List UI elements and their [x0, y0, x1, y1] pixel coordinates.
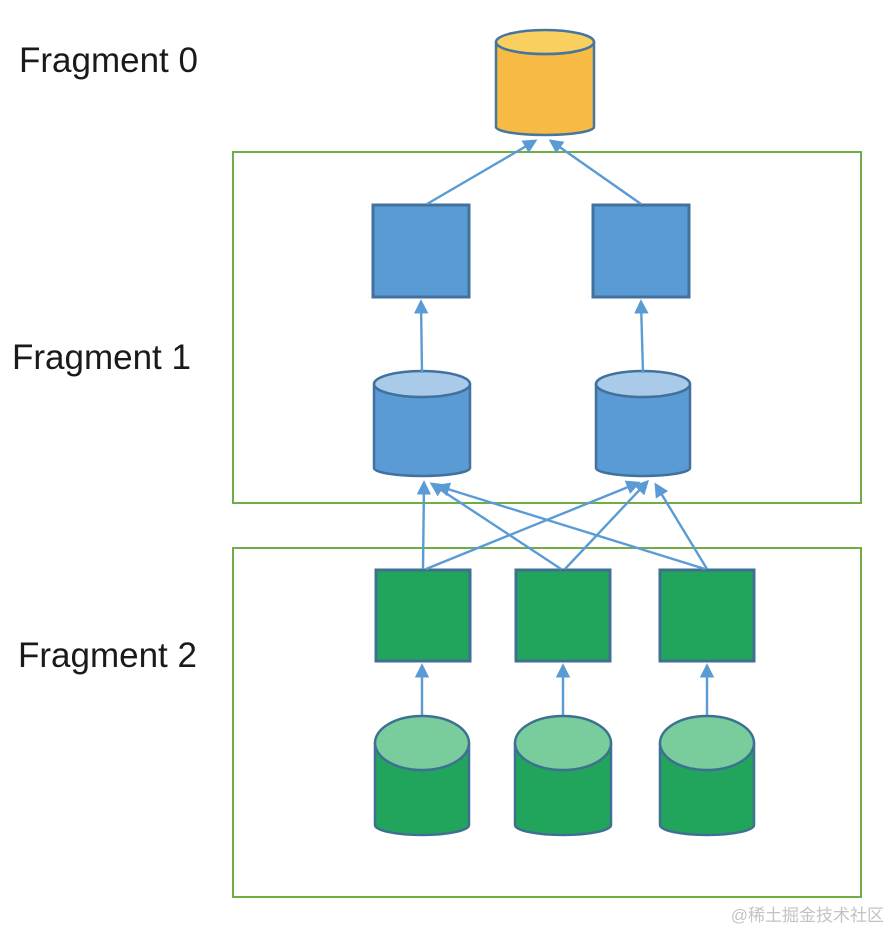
fragment2-scan-cylinder-2	[513, 714, 613, 837]
fragment1-right-exchange-cylinder-top	[594, 369, 692, 399]
arrow-square1-to-right-exchange	[425, 480, 641, 571]
arrow-left-exchange-to-left-square	[413, 299, 429, 374]
fragment-2-label: Fragment 2	[18, 636, 197, 675]
fragment1-right-exchange-cylinder	[594, 369, 692, 478]
watermark-text: @稀土掘金技术社区	[730, 906, 884, 925]
fragment2-scan-cylinder-3	[658, 714, 756, 837]
fragment2-scan-cylinder-3-top	[658, 714, 756, 772]
fragment0-result-cylinder	[494, 28, 596, 137]
fragment-1-box	[232, 151, 862, 504]
arrow-square1-to-left-exchange	[416, 480, 432, 570]
arrow-right-exchange-to-right-square	[634, 299, 649, 374]
fragment2-operator-square-1	[374, 568, 472, 663]
fragment1-left-exchange-cylinder-top	[372, 369, 472, 399]
fragment1-left-exchange-cylinder	[372, 369, 472, 478]
arrow-square3-to-left-exchange	[435, 482, 706, 571]
fragment-1-label: Fragment 1	[12, 338, 191, 377]
fragment2-operator-square-2	[514, 568, 612, 663]
fragment-2-box	[232, 547, 862, 898]
fragment-0-label: Fragment 0	[19, 41, 198, 80]
arrow-square2-to-right-exchange	[564, 479, 649, 570]
fragment1-right-operator-square	[591, 203, 691, 299]
fragment0-result-cylinder-top	[494, 28, 596, 56]
arrow-square2-to-left-exchange	[429, 482, 562, 571]
fragment2-scan-cylinder-2-top	[513, 714, 613, 772]
arrow-square3-to-right-exchange	[654, 482, 709, 570]
arrow-right-square-to-result	[548, 139, 642, 205]
arrow-left-square-to-result	[426, 139, 538, 206]
fragment2-scan-cylinder-1	[373, 714, 471, 837]
fragment2-operator-square-3	[658, 568, 756, 663]
fragment2-scan-cylinder-1-top	[373, 714, 471, 772]
fragment1-left-operator-square	[371, 203, 471, 299]
